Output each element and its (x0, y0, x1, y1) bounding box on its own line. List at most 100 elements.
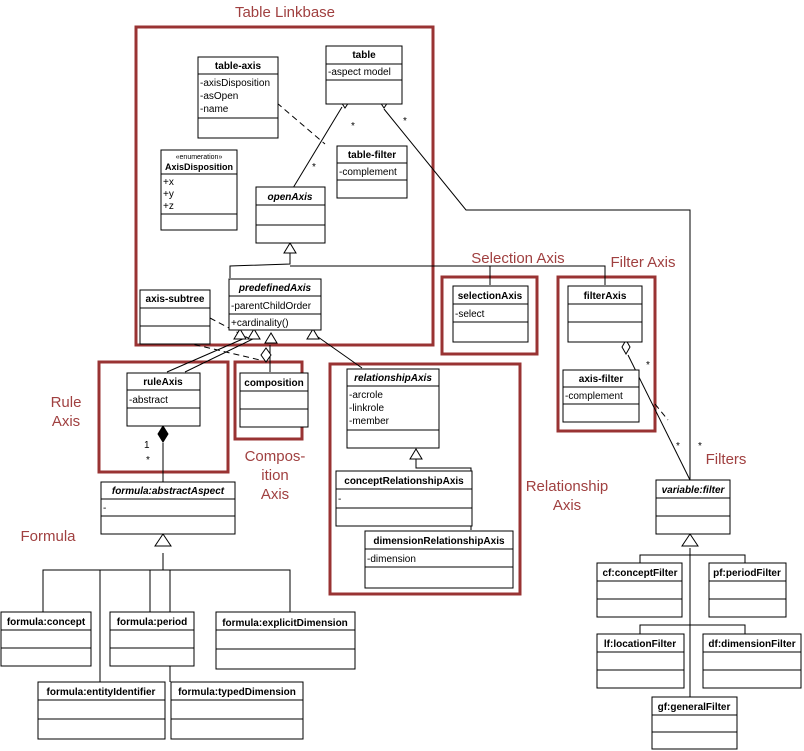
selection-axis-title: Selection Axis (471, 250, 564, 267)
predefined-to-relationship (317, 336, 363, 369)
mult-filter-axis-link: * (646, 360, 650, 371)
formula-bus (42, 569, 291, 612)
composition-axis-title-line1: Compos- (245, 448, 306, 465)
class-axis-disposition-name: AxisDisposition (165, 162, 233, 172)
class-table-attr-0: -aspect model (328, 67, 391, 78)
openaxis-generalization-stem (229, 244, 291, 278)
class-concept-relationship-axis: conceptRelationshipAxis - (335, 470, 473, 527)
class-axis-subtree-name: axis-subtree (146, 294, 205, 305)
class-lf-location-filter-name: lf:locationFilter (604, 639, 676, 650)
class-dimension-relationship-axis: dimensionRelationshipAxis -dimension (364, 530, 514, 589)
mult-filters-left: * (676, 441, 680, 452)
class-formula-concept: formula:concept (0, 611, 92, 667)
relationship-axis-title-line2: Axis (553, 497, 581, 514)
table-linkbase-title: Table Linkbase (235, 4, 335, 21)
relationship-axis-title-line1: Relationship (526, 478, 609, 495)
class-axis-disposition-attr-1: +y (163, 189, 174, 200)
class-table-name: table (352, 50, 376, 61)
class-abstract-aspect: formula:abstractAspect - (100, 481, 236, 535)
class-filter-axis: filterAxis (567, 285, 643, 343)
class-dimension-relationship-axis-attr-0: -dimension (367, 554, 416, 565)
axisfilter-dependency (654, 403, 669, 421)
formula-generalization-arrow (154, 533, 172, 547)
predefined-to-ruleaxis (166, 337, 246, 373)
class-composition-name: composition (244, 378, 303, 389)
class-abstract-aspect-attr-0: - (103, 503, 106, 514)
class-df-dimension-filter: df:dimensionFilter (702, 633, 802, 689)
table-filter-route (383, 108, 691, 480)
class-table-axis: table-axis -axisDisposition -asOpen -nam… (197, 56, 279, 139)
class-table-filter: table-filter -complement (336, 145, 408, 199)
class-relationship-axis-attr-2: -member (349, 416, 390, 427)
class-relationship-axis-name: relationshipAxis (354, 373, 432, 384)
class-variable-filter-name: variable:filter (662, 485, 726, 496)
class-relationship-axis-attr-0: -arcrole (349, 390, 383, 401)
class-rule-axis-attr-0: -abstract (129, 395, 168, 406)
class-selection-axis-attr-0: -select (455, 309, 485, 320)
filters-bus-top (639, 554, 746, 563)
class-formula-entity-identifier: formula:entityIdentifier (37, 681, 166, 740)
class-filter-axis-name: filterAxis (584, 291, 627, 302)
class-predefined-axis-name: predefinedAxis (238, 283, 312, 294)
class-formula-period-name: formula:period (117, 617, 188, 628)
class-concept-relationship-axis-name: conceptRelationshipAxis (344, 476, 464, 487)
class-table-axis-attr-1: -asOpen (200, 91, 238, 102)
filters-bus-bottom (639, 624, 746, 634)
class-formula-period: formula:period (109, 611, 195, 667)
predefined-generalization-arrow-b (247, 328, 261, 340)
ruleaxis-composition-diamond (157, 425, 169, 443)
predefined-to-ruleaxis-b (184, 337, 256, 373)
class-open-axis: openAxis (255, 186, 326, 244)
class-table-axis-attr-0: -axisDisposition (200, 78, 270, 89)
class-relationship-axis-attr-1: -linkrole (349, 403, 384, 414)
class-table-axis-attr-2: -name (200, 104, 229, 115)
class-table-axis-name: table-axis (215, 61, 262, 72)
mult-table-openaxis-top: * (351, 121, 355, 132)
mult-table-openaxis-bottom: * (312, 162, 316, 173)
relationship-axis-frame (328, 362, 522, 596)
class-abstract-aspect-name: formula:abstractAspect (112, 486, 225, 497)
class-rule-axis: ruleAxis -abstract (126, 372, 201, 427)
filters-title: Filters (706, 451, 747, 468)
openaxis-to-filteraxis (490, 265, 606, 285)
mult-rule-one: 1 (144, 440, 150, 451)
class-variable-filter: variable:filter (655, 479, 731, 535)
class-predefined-axis-op-0: +cardinality() (231, 318, 289, 329)
class-table-filter-attr-0: -complement (339, 167, 397, 178)
class-cf-concept-filter: cf:conceptFilter (596, 562, 683, 618)
filter-axis-title: Filter Axis (610, 254, 675, 271)
class-axis-disposition-attr-0: +x (163, 177, 174, 188)
class-concept-relationship-axis-attr-0: - (338, 494, 341, 505)
class-table: table -aspect model (325, 45, 403, 105)
tableaxis-table-dependency (276, 102, 326, 145)
class-axis-disposition-attr-2: +z (163, 201, 174, 212)
class-relationship-axis: relationshipAxis -arcrole -linkrole -mem… (346, 368, 440, 449)
class-formula-typed-dimension-name: formula:typedDimension (178, 687, 296, 698)
class-formula-concept-name: formula:concept (7, 617, 86, 628)
class-df-dimension-filter-name: df:dimensionFilter (708, 639, 795, 650)
class-formula-typed-dimension: formula:typedDimension (170, 681, 304, 740)
class-pf-period-filter-name: pf:periodFilter (713, 568, 781, 579)
rule-axis-title-line1: Rule (51, 394, 82, 411)
mult-table-filter-link: * (403, 116, 407, 127)
mult-filters-right: * (698, 441, 702, 452)
composition-axis-title-line2: ition (261, 467, 289, 484)
composition-axis-title-line3: Axis (261, 486, 289, 503)
class-boxes: table -aspect model table-axis -axisDisp… (0, 45, 802, 750)
class-axis-disposition-stereotype: «enumeration» (176, 154, 223, 161)
filters-generalization-arrow (681, 533, 699, 547)
filter-axis-frame (556, 275, 657, 433)
class-lf-location-filter: lf:locationFilter (596, 633, 685, 689)
class-formula-explicit-dimension-name: formula:explicitDimension (222, 618, 348, 629)
class-axis-disposition: «enumeration» AxisDisposition +x +y +z (160, 149, 238, 231)
class-axis-filter: axis-filter -complement (562, 369, 640, 423)
composition-aggregation-diamond (260, 347, 272, 363)
mult-rule-many: * (146, 455, 150, 466)
class-pf-period-filter: pf:periodFilter (708, 562, 787, 618)
class-predefined-axis: predefinedAxis -parentChildOrder +cardin… (228, 278, 322, 331)
predefined-generalization-arrow-a (233, 328, 247, 340)
openaxis-generalization-arrow (283, 242, 297, 254)
predefined-generalization-arrow-d (306, 328, 320, 340)
class-formula-entity-identifier-name: formula:entityIdentifier (47, 687, 156, 698)
